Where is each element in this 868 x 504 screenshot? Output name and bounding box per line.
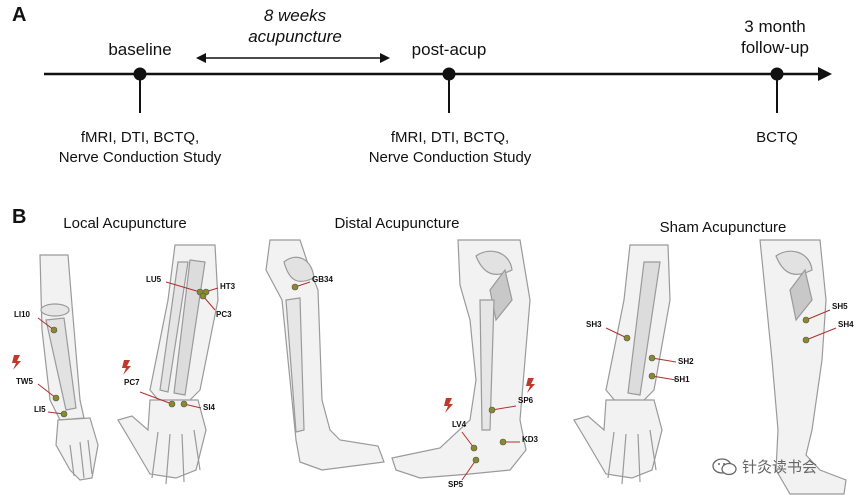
label-sh5: SH5: [832, 302, 848, 311]
sham-forearm: [573, 244, 671, 485]
acupoint-sh2: [648, 354, 656, 362]
acupoint-sp6: [488, 406, 496, 414]
acupoint-sp5: [472, 456, 480, 464]
local-acupuncture-title: Local Acupuncture: [63, 215, 187, 232]
post-measures-line2: Nerve Conduction Study: [368, 149, 532, 166]
local-forearm-ventral: [117, 244, 219, 485]
followup-measure: BCTQ: [756, 129, 798, 146]
acupoint-li10: [50, 326, 58, 334]
acupoint-markers: [50, 283, 810, 464]
label-sp6: SP6: [518, 396, 534, 405]
watermark-text: 针灸读书会: [742, 458, 818, 476]
stim-bolt-icon-tw5: [12, 355, 21, 370]
acupoint-sh4: [802, 336, 810, 344]
baseline-label: baseline: [108, 40, 172, 59]
label-lv4: LV4: [452, 420, 467, 429]
label-tw5: TW5: [16, 377, 33, 386]
baseline-measures-line1: fMRI, DTI, BCTQ,: [80, 129, 200, 146]
acupoint-lv4: [470, 444, 478, 452]
label-sh1: SH1: [674, 375, 690, 384]
acupoint-li5: [60, 410, 68, 418]
followup-label-line1: 3 month: [744, 17, 806, 36]
acupoint-sh3: [623, 334, 631, 342]
label-lu5: LU5: [146, 275, 162, 284]
distal-leg-medial: [391, 239, 531, 479]
post-acup-label: post-acup: [411, 40, 487, 59]
label-ht3: HT3: [220, 282, 236, 291]
baseline-measures-line2: Nerve Conduction Study: [58, 149, 222, 166]
acupoint-sh1: [648, 372, 656, 380]
timeline-graphic: [44, 53, 832, 113]
acupoint-si4: [180, 400, 188, 408]
label-sh4: SH4: [838, 320, 854, 329]
duration-label-line2: acupuncture: [248, 27, 342, 46]
label-li5: LI5: [34, 405, 46, 414]
panel-a-letter: A: [12, 4, 27, 26]
acupoint-gb34: [291, 283, 299, 291]
distal-acupuncture-title: Distal Acupuncture: [334, 215, 460, 232]
followup-label-line2: follow-up: [740, 38, 810, 57]
distal-leg-lateral: [265, 239, 385, 471]
wechat-icon: [712, 457, 737, 475]
label-li10: LI10: [14, 310, 31, 319]
label-sp5: SP5: [448, 480, 464, 489]
timeline-arrowhead: [818, 67, 832, 81]
label-pc7: PC7: [124, 378, 140, 387]
stim-bolt-icon-sp6: [526, 378, 535, 393]
label-sh2: SH2: [678, 357, 694, 366]
sham-leg: [759, 239, 847, 495]
label-gb34: GB34: [312, 275, 333, 284]
acupoint-pc7: [168, 400, 176, 408]
watermark: 针灸读书会: [712, 456, 817, 477]
panel-b-letter: B: [12, 206, 27, 228]
acupoint-kd3: [499, 438, 507, 446]
label-sh3: SH3: [586, 320, 602, 329]
acupoint-tw5: [52, 394, 60, 402]
acupoint-pc3: [199, 292, 207, 300]
stim-bolt-icon-pc7: [122, 360, 131, 375]
label-si4: SI4: [203, 403, 216, 412]
stim-bolt-icon-lv4: [444, 398, 453, 413]
label-kd3: KD3: [522, 435, 539, 444]
acupoint-sh5: [802, 316, 810, 324]
sham-acupuncture-title: Sham Acupuncture: [659, 219, 787, 236]
duration-label-line1: 8 weeks: [263, 6, 327, 25]
stim-icons: [12, 355, 535, 413]
label-pc3: PC3: [216, 310, 232, 319]
post-measures-line1: fMRI, DTI, BCTQ,: [390, 129, 510, 146]
local-forearm-dorsal: [39, 254, 99, 481]
